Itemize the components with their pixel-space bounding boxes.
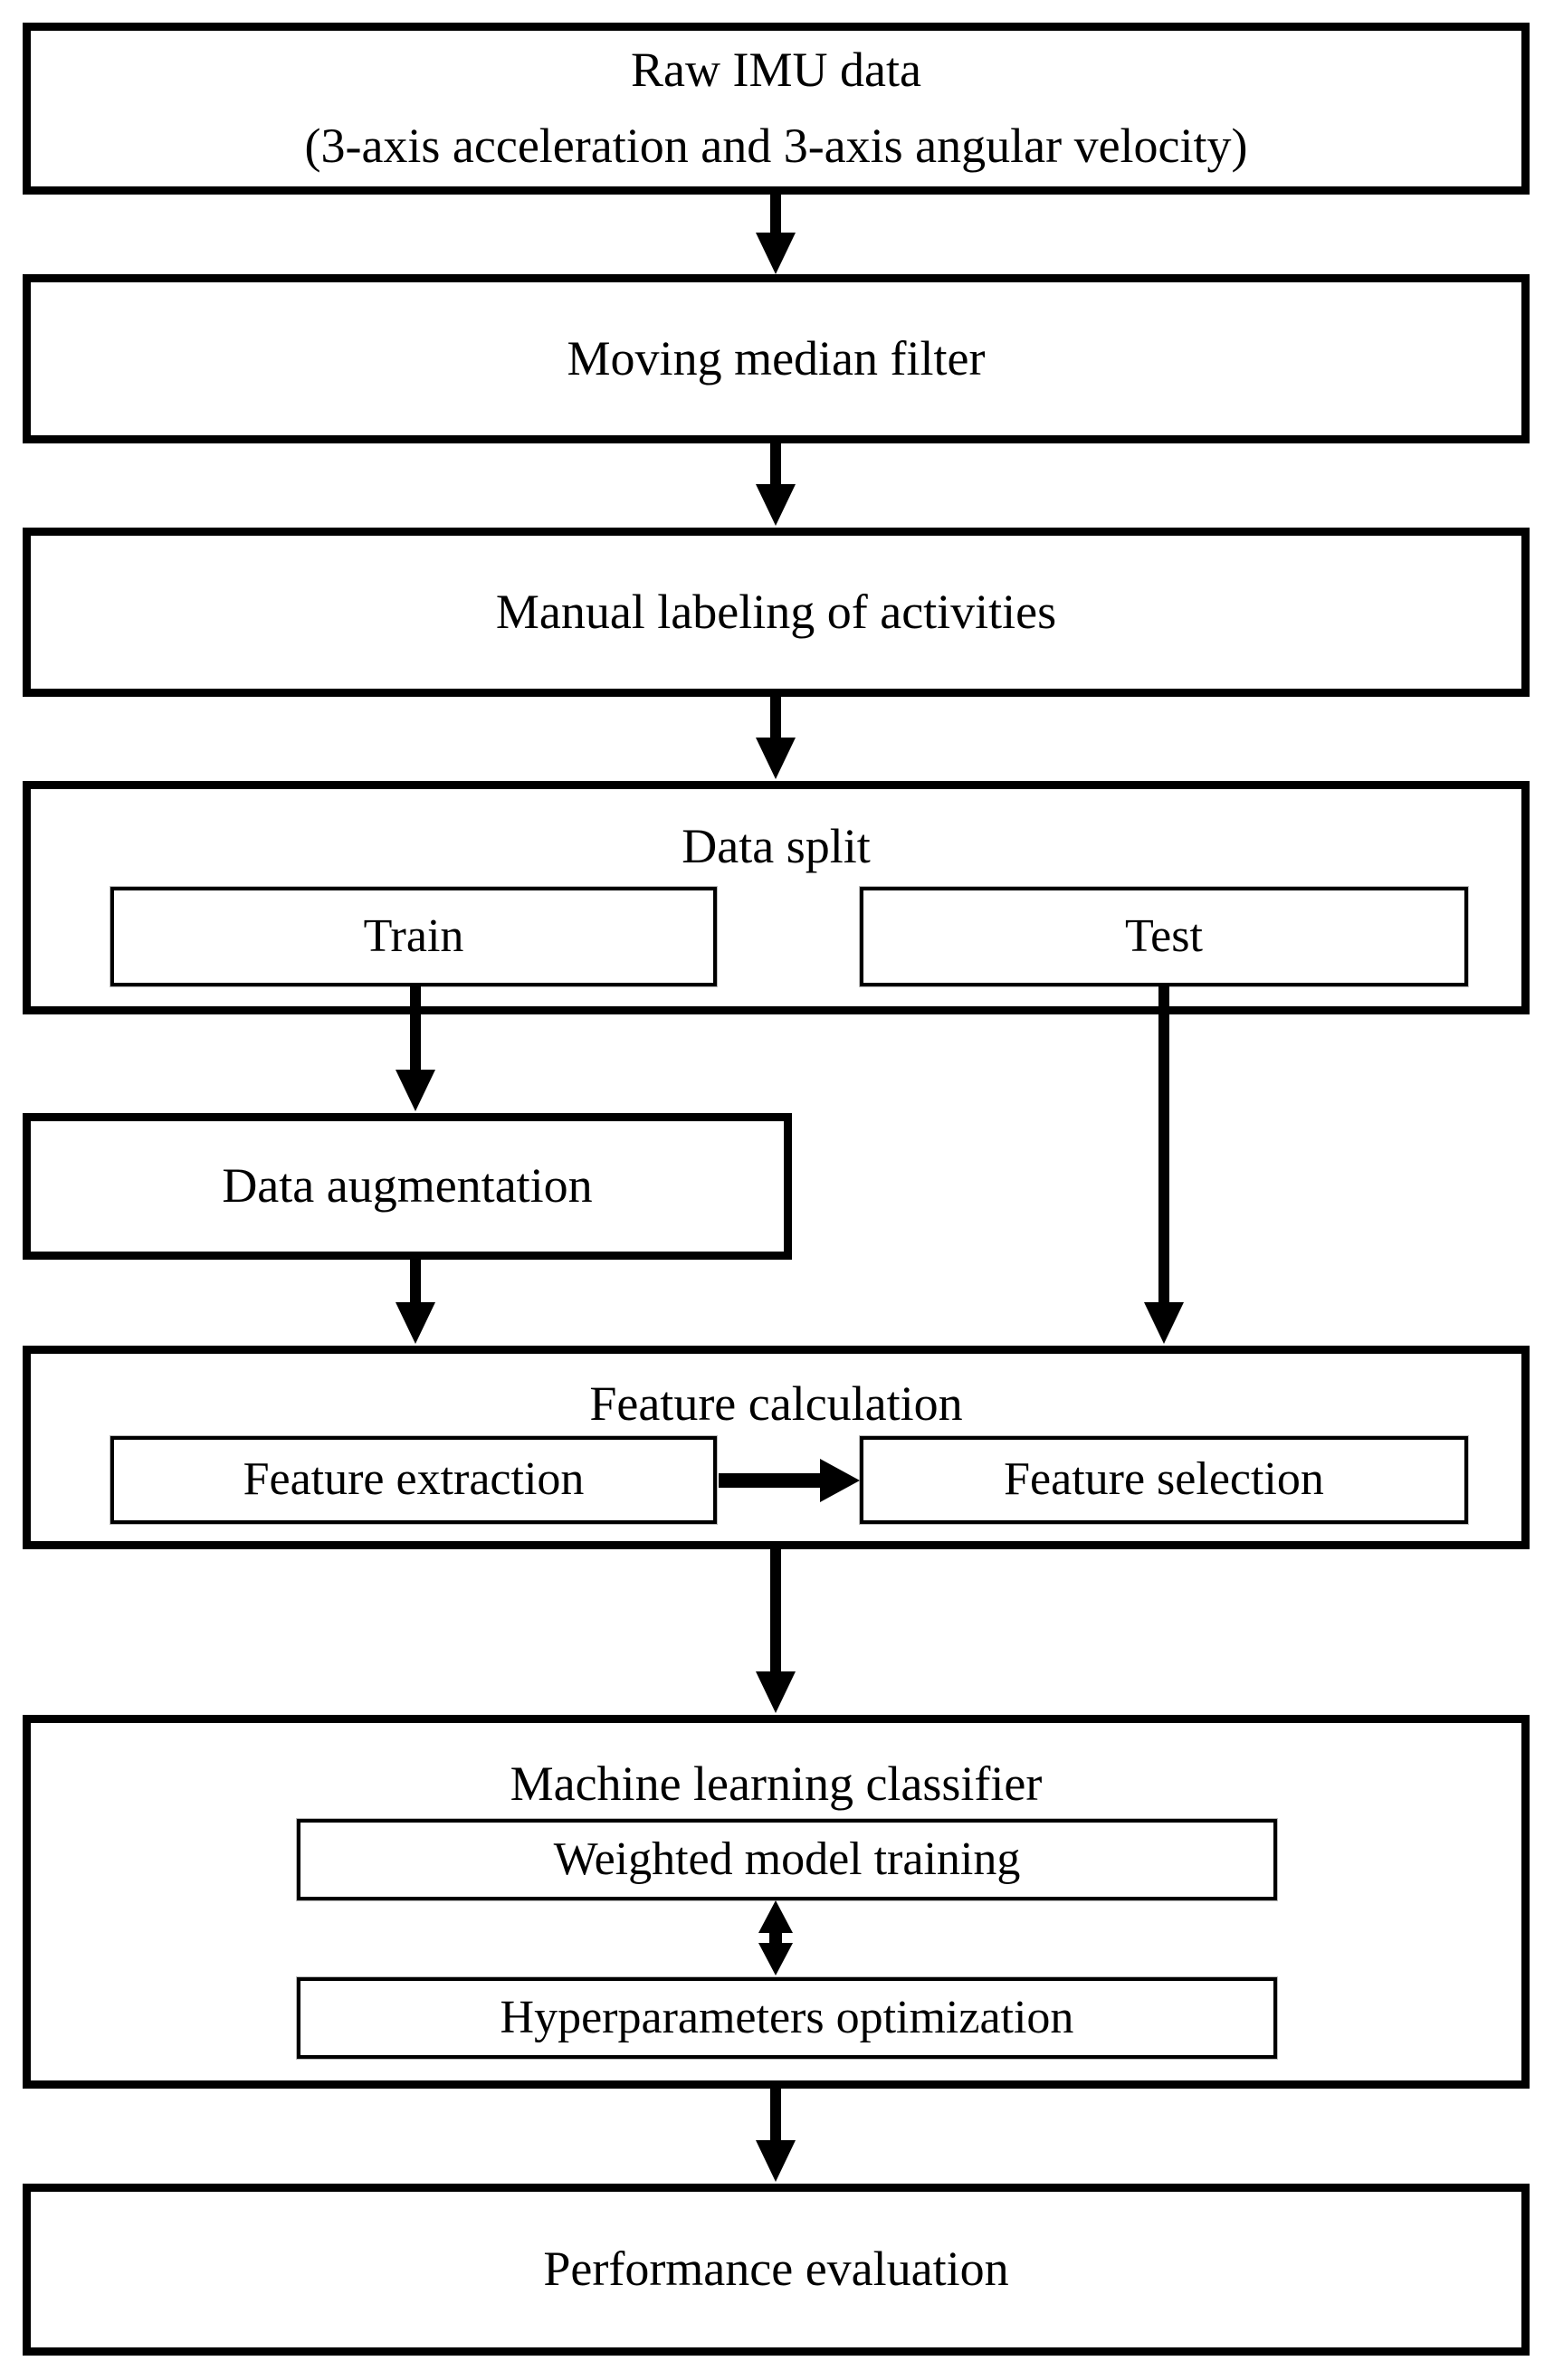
node-raw-imu-data-subtitle: (3-axis acceleration and 3-axis angular … <box>304 119 1248 173</box>
arrow-test-to-feature-calculation-icon <box>1144 986 1184 1344</box>
node-train-label: Train <box>363 909 464 962</box>
node-data-augmentation: Data augmentation <box>23 1113 792 1260</box>
node-train: Train <box>110 887 717 986</box>
node-hyperparameters-optimization-label: Hyperparameters optimization <box>500 1991 1074 2043</box>
arrow-raw-to-median-icon <box>756 195 796 274</box>
arrow-classifier-to-performance-icon <box>756 2089 796 2182</box>
node-feature-extraction: Feature extraction <box>110 1436 717 1524</box>
node-raw-imu-data-title: Raw IMU data <box>631 43 921 98</box>
arrow-augmentation-to-feature-calculation-icon <box>396 1260 435 1344</box>
node-manual-labeling: Manual labeling of activities <box>23 528 1530 697</box>
arrow-median-to-labeling-icon <box>756 443 796 526</box>
node-feature-selection: Feature selection <box>860 1436 1468 1524</box>
node-weighted-model-training: Weighted model training <box>297 1819 1277 1900</box>
node-hyperparameters-optimization: Hyperparameters optimization <box>297 1977 1277 2059</box>
node-manual-labeling-label: Manual labeling of activities <box>495 584 1057 639</box>
node-test: Test <box>860 887 1468 986</box>
arrow-feature-calculation-to-classifier-icon <box>756 1549 796 1713</box>
node-raw-imu-data: Raw IMU data (3-axis acceleration and 3-… <box>23 23 1530 195</box>
node-data-split: Data split Train Test <box>23 781 1530 1014</box>
node-feature-extraction-label: Feature extraction <box>243 1453 585 1506</box>
node-performance-evaluation: Performance evaluation <box>23 2184 1530 2356</box>
node-data-augmentation-label: Data augmentation <box>222 1158 593 1214</box>
node-moving-median-filter-label: Moving median filter <box>567 330 986 386</box>
node-ml-classifier: Machine learning classifier Weighted mod… <box>23 1715 1530 2089</box>
node-feature-calculation: Feature calculation Feature extraction F… <box>23 1346 1530 1549</box>
node-feature-calculation-label: Feature calculation <box>589 1376 963 1431</box>
node-ml-classifier-label: Machine learning classifier <box>510 1756 1043 1811</box>
node-data-split-label: Data split <box>682 819 871 873</box>
node-moving-median-filter: Moving median filter <box>23 274 1530 443</box>
node-test-label: Test <box>1125 909 1203 962</box>
node-feature-selection-label: Feature selection <box>1004 1453 1324 1506</box>
node-performance-evaluation-label: Performance evaluation <box>543 2242 1009 2297</box>
node-weighted-model-training-label: Weighted model training <box>553 1833 1021 1885</box>
arrow-labeling-to-split-icon <box>756 697 796 779</box>
